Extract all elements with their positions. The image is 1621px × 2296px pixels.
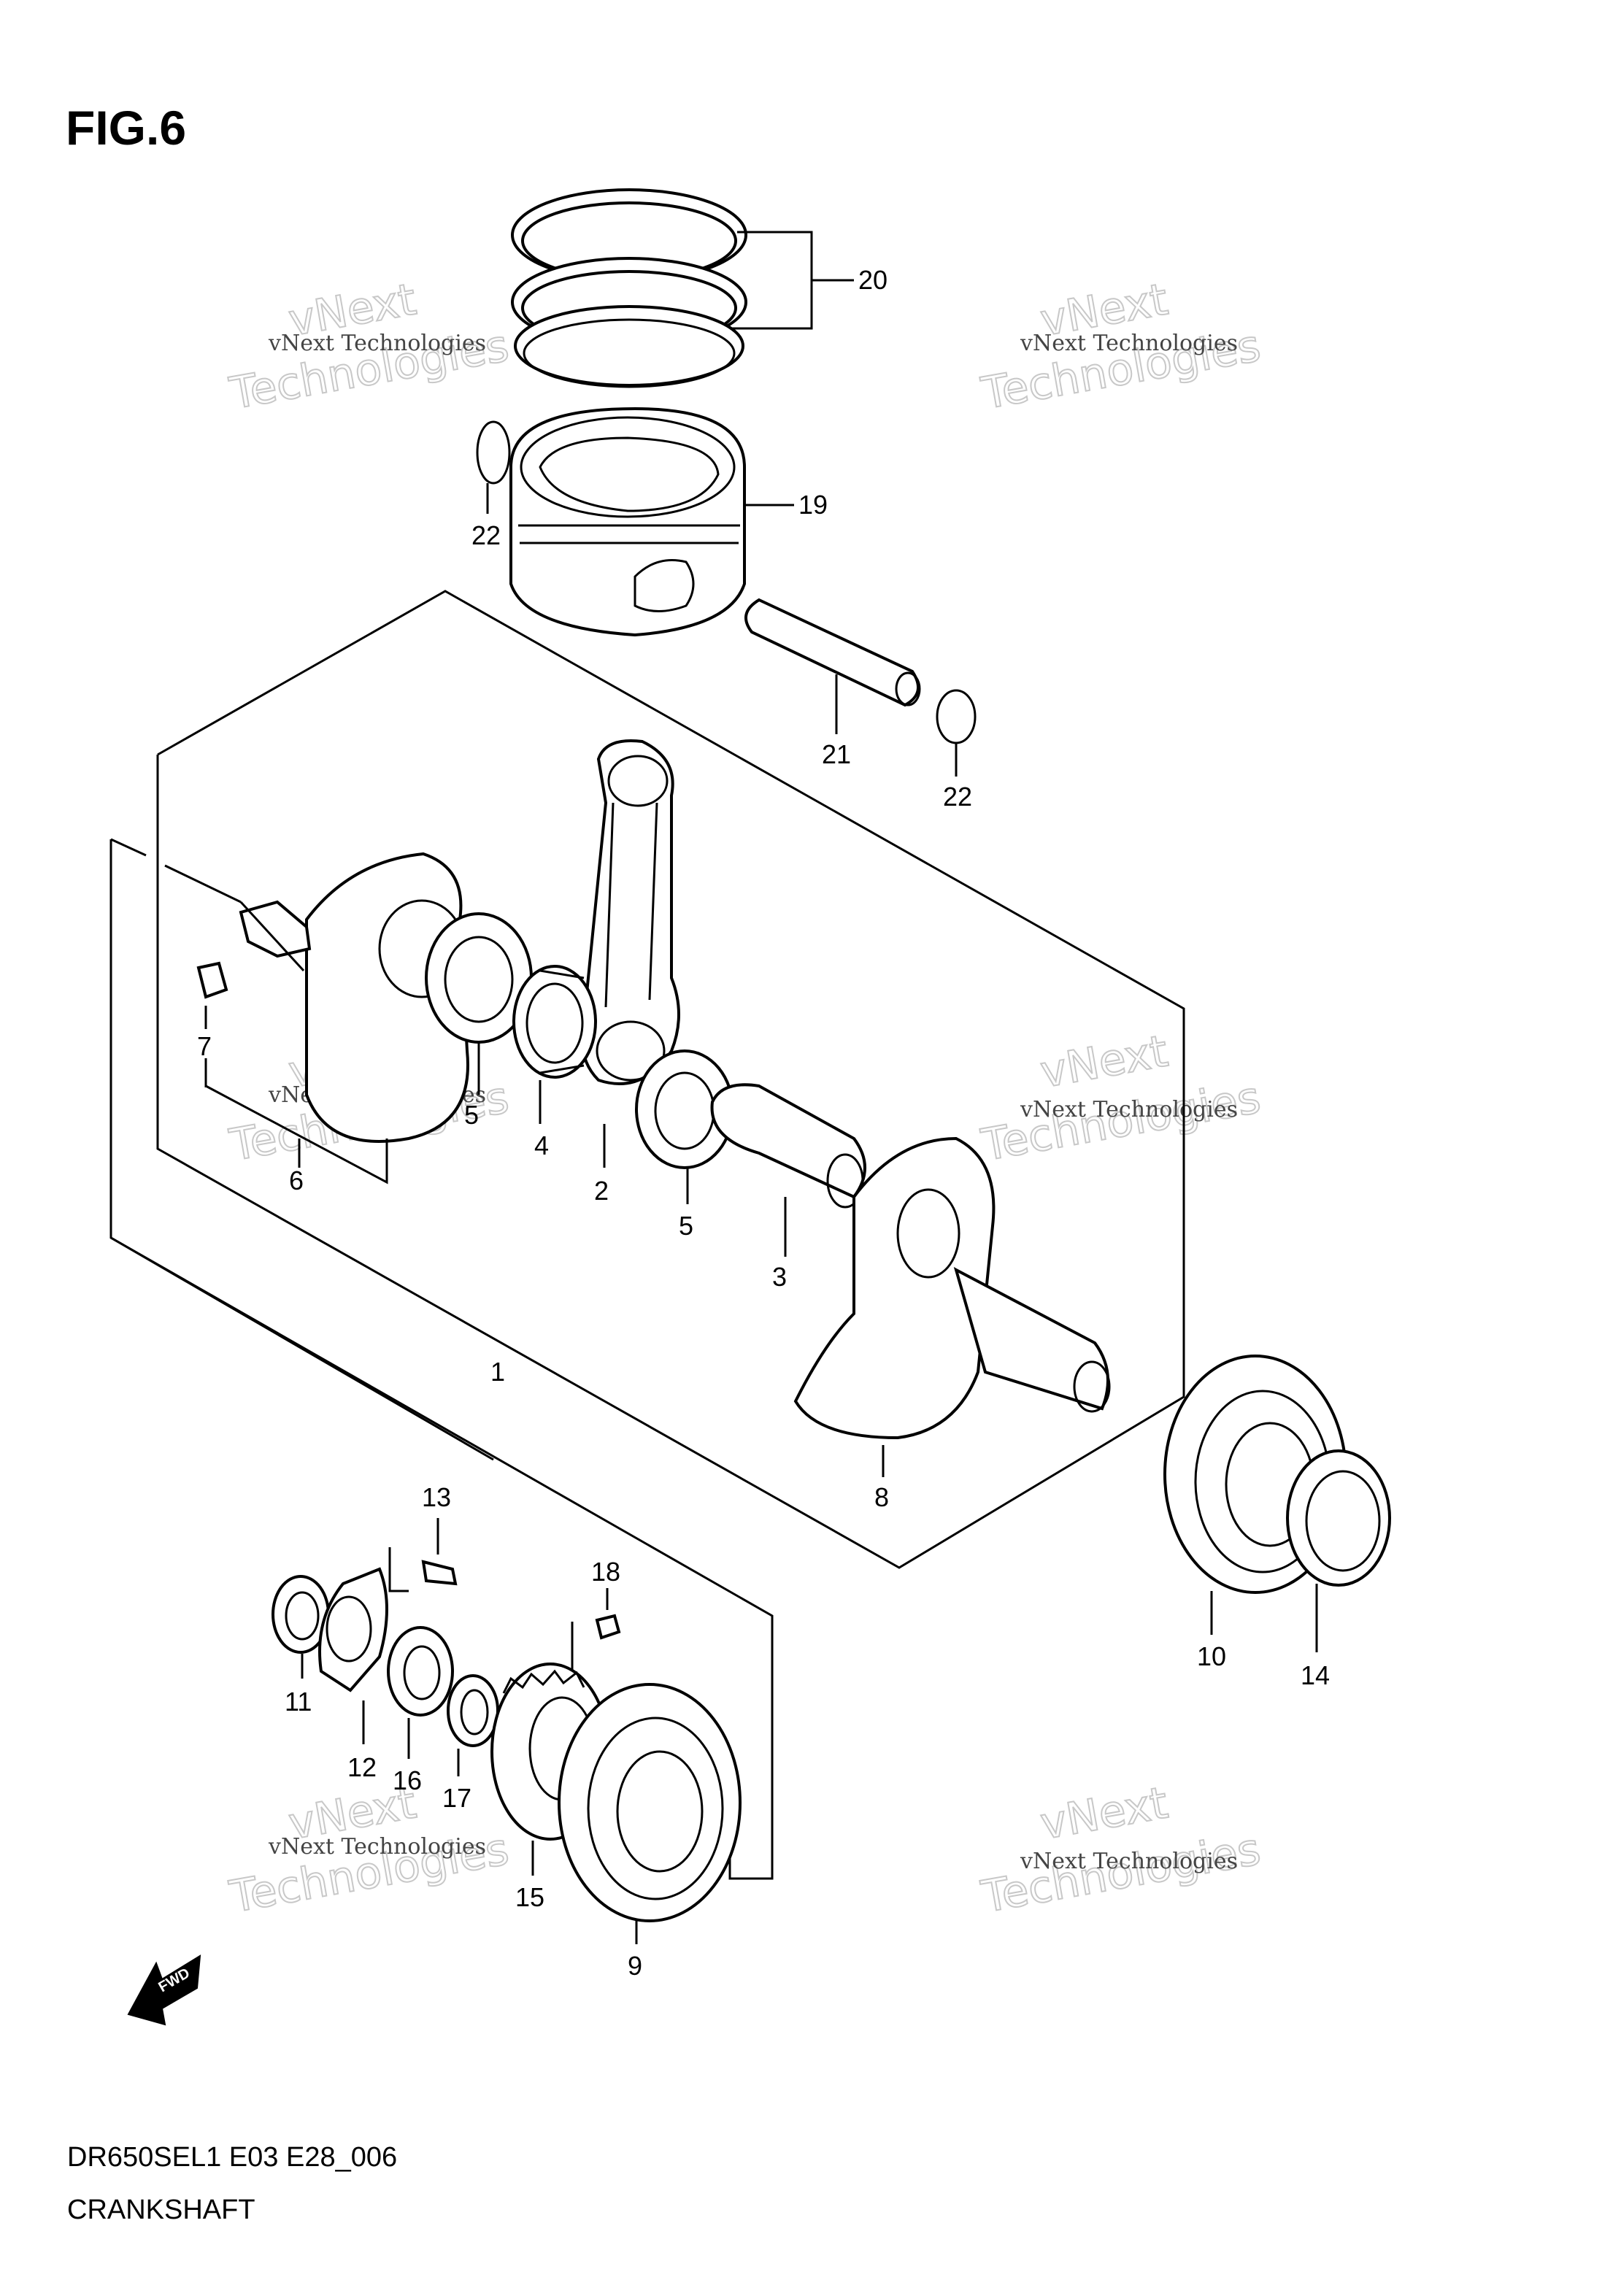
connecting-rod bbox=[580, 739, 680, 1168]
callout-8: 8 bbox=[874, 1482, 889, 1512]
crankshaft-bearing-left bbox=[558, 1683, 742, 1944]
crankshaft-spacer-right bbox=[1286, 1449, 1391, 1652]
callout-13: 13 bbox=[422, 1482, 451, 1512]
watermark-bottom-right: Technologies vNext vNext Technologies bbox=[977, 1776, 1265, 1924]
assembly-outline-inner bbox=[109, 838, 774, 1880]
callout-1: 1 bbox=[490, 1357, 505, 1387]
watermark-small-text: vNext bbox=[1036, 1777, 1171, 1849]
crankshaft-key bbox=[196, 961, 228, 1087]
thrust-washer-left bbox=[425, 912, 533, 1095]
crank-web-left bbox=[205, 852, 469, 1184]
piston-pin-circlip-right bbox=[936, 689, 977, 777]
watermark-caption: vNext Technologies bbox=[1020, 1849, 1238, 1874]
piston-rings bbox=[511, 188, 854, 388]
callout-22-left: 22 bbox=[471, 520, 501, 550]
callout-9: 9 bbox=[628, 1951, 642, 1981]
crank-web-right bbox=[793, 1136, 1111, 1477]
watermark-caption: vNext Technologies bbox=[1020, 331, 1238, 356]
watermark-small-text: vNext bbox=[1036, 1025, 1171, 1098]
retainer-plate bbox=[318, 1567, 388, 1744]
callout-17: 17 bbox=[442, 1783, 471, 1813]
watermark-caption: vNext Technologies bbox=[268, 1834, 486, 1860]
callout-11: 11 bbox=[285, 1687, 312, 1717]
callout-14: 14 bbox=[1301, 1660, 1330, 1690]
callout-18: 18 bbox=[591, 1557, 620, 1587]
callout-7: 7 bbox=[197, 1031, 212, 1061]
piston bbox=[509, 407, 794, 637]
callout-3: 3 bbox=[772, 1262, 787, 1292]
watermark-top-right: Technologies vNext vNext Technologies bbox=[977, 273, 1265, 420]
big-end-needle-bearing bbox=[512, 965, 597, 1124]
callout-2: 2 bbox=[594, 1176, 609, 1206]
figure-name: CRANKSHAFT bbox=[67, 2195, 255, 2225]
callout-5-left: 5 bbox=[464, 1100, 479, 1130]
crank-washer bbox=[447, 1674, 499, 1776]
arrow-icon bbox=[127, 1954, 201, 2026]
crank-pin bbox=[710, 1083, 866, 1257]
callout-20: 20 bbox=[858, 265, 887, 295]
watermark-caption: vNext Technologies bbox=[268, 331, 486, 356]
callout-12: 12 bbox=[347, 1752, 377, 1782]
piston-pin bbox=[744, 598, 921, 734]
figure-code: DR650SEL1 E03 E28_006 bbox=[67, 2142, 397, 2173]
assembly-outline-crankshaft bbox=[156, 590, 1185, 1569]
retainer-screw bbox=[388, 1518, 458, 1592]
callout-10: 10 bbox=[1197, 1641, 1226, 1671]
callout-19: 19 bbox=[798, 490, 828, 520]
callout-16: 16 bbox=[393, 1765, 422, 1795]
watermark-mid-right: Technologies vNext vNext Technologies bbox=[977, 1025, 1265, 1172]
callout-labels: 1 2 3 4 5 5 6 7 8 9 10 11 12 13 14 15 16… bbox=[197, 265, 1330, 1981]
crank-spacer bbox=[387, 1626, 454, 1759]
callout-5-right: 5 bbox=[679, 1211, 693, 1241]
callout-22-right: 22 bbox=[943, 782, 972, 812]
callout-6: 6 bbox=[289, 1166, 304, 1195]
watermark-caption: vNext Technologies bbox=[1020, 1097, 1238, 1122]
figure-title: FIG.6 bbox=[66, 101, 186, 155]
callout-15: 15 bbox=[515, 1882, 544, 1912]
callout-21: 21 bbox=[822, 739, 851, 769]
callout-4: 4 bbox=[534, 1130, 549, 1160]
forward-direction-arrow: FWD bbox=[127, 1954, 201, 2026]
piston-pin-circlip-left bbox=[476, 420, 511, 514]
watermark-top-left: Technologies vNext vNext Technologies bbox=[225, 273, 513, 420]
